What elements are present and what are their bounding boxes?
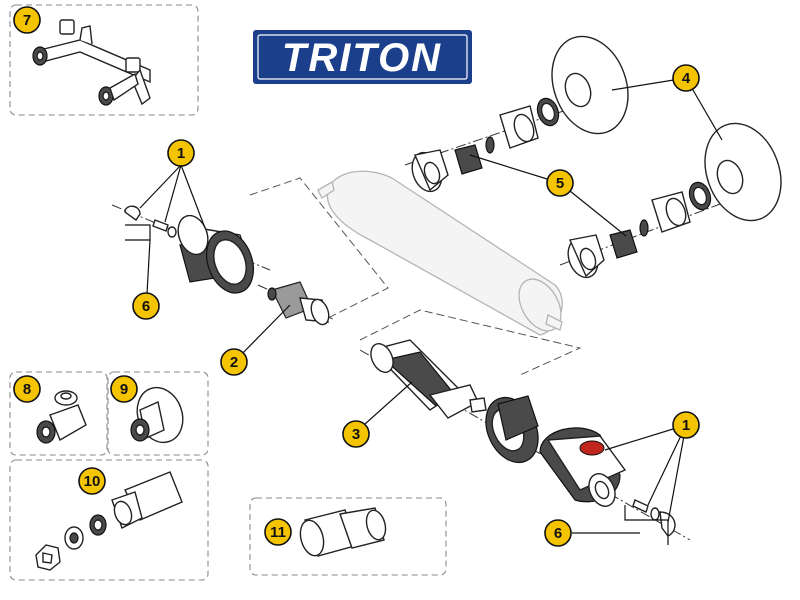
callout-2: 2 xyxy=(220,348,248,376)
part-8-elbow xyxy=(36,390,87,444)
part-9-flange xyxy=(130,386,184,444)
inset-box-8 xyxy=(9,371,108,456)
part-10-extension-kit xyxy=(35,471,183,571)
callout-4: 4 xyxy=(672,64,700,92)
part-1-left-handle xyxy=(111,204,271,294)
callout-3: 3 xyxy=(342,420,370,448)
callout-6-left: 6 xyxy=(132,292,160,320)
callout-1-right: 1 xyxy=(672,411,700,439)
inset-box-9 xyxy=(107,371,209,456)
svg-text:1: 1 xyxy=(682,417,690,434)
svg-text:7: 7 xyxy=(23,12,31,29)
part-7-wall-bracket xyxy=(32,19,151,106)
callout-1-left: 1 xyxy=(167,139,195,167)
svg-text:10: 10 xyxy=(84,473,101,490)
part-3-cartridge xyxy=(359,339,691,541)
part-5-check-valves-lower xyxy=(559,181,771,279)
svg-text:2: 2 xyxy=(230,354,238,371)
leader-lines xyxy=(125,77,723,545)
inset-box-7 xyxy=(9,4,199,116)
callouts: 7 1 6 2 4 5 3 1 xyxy=(13,6,700,547)
svg-text:11: 11 xyxy=(270,524,286,541)
svg-text:8: 8 xyxy=(23,381,31,398)
callout-8: 8 xyxy=(13,375,41,403)
triton-logo: TRITON xyxy=(253,30,472,84)
callout-11: 11 xyxy=(264,518,292,546)
svg-text:1: 1 xyxy=(177,145,185,162)
svg-text:5: 5 xyxy=(556,175,564,192)
callout-7: 7 xyxy=(13,6,41,34)
part-4-wall-shrouds xyxy=(551,35,782,222)
part-2-spindle xyxy=(257,281,336,326)
svg-text:3: 3 xyxy=(352,426,360,443)
inset-box-11 xyxy=(249,497,447,576)
svg-text:6: 6 xyxy=(554,525,562,542)
callout-5: 5 xyxy=(546,169,574,197)
svg-text:4: 4 xyxy=(682,70,691,87)
inset-box-10 xyxy=(9,459,209,581)
valve-body-ghost xyxy=(249,170,582,376)
callout-9: 9 xyxy=(110,375,138,403)
svg-text:9: 9 xyxy=(120,381,128,398)
part-11-adaptor xyxy=(299,507,387,557)
callout-10: 10 xyxy=(78,467,106,495)
callout-6-right: 6 xyxy=(544,519,572,547)
flow-control-ring xyxy=(485,395,539,464)
svg-text:6: 6 xyxy=(142,298,150,315)
logo-text: TRITON xyxy=(282,36,442,80)
